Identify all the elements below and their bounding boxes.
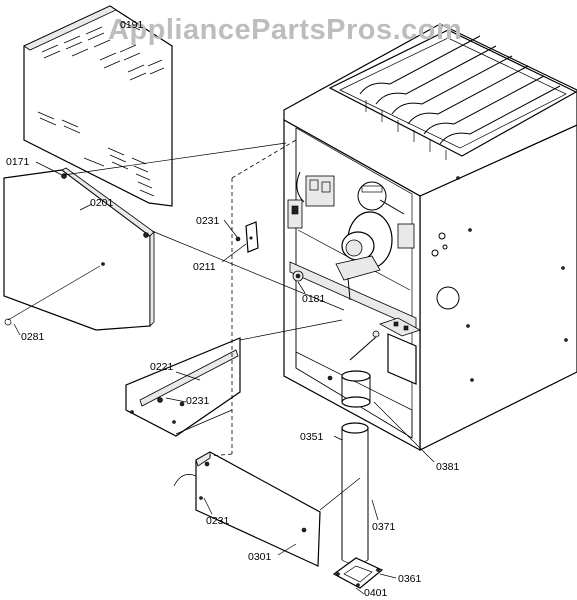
part-label-0171: 0171 [6,156,30,168]
part-label-0371: 0371 [372,521,396,533]
watermark-text: AppliancePartsPros.com [108,14,463,46]
part-label-0401: 0401 [364,587,388,599]
part-label-0211: 0211 [193,261,216,273]
part-label-0361: 0361 [398,573,422,585]
part-label-0181: 0181 [302,293,326,305]
part-label-0231-bottom: 0231 [206,515,230,527]
part-label-0221: 0221 [150,361,174,373]
assembly-guide-lines [7,139,361,511]
part-label-0301: 0301 [248,551,272,563]
bottom-door-panel-0301 [195,451,321,567]
burner-and-controls [287,171,415,249]
bracket-plate-0221 [125,337,241,437]
part-label-0381: 0381 [436,461,460,473]
heat-exchanger-top [328,29,577,160]
junction-box-0211 [235,221,259,253]
vent-pipe-0371 [341,422,369,565]
part-label-0231-mid: 0231 [186,395,210,407]
gas-valve-0181 [292,270,304,282]
inducer-blower [335,211,393,301]
leader-lines [13,21,435,595]
part-label-0351: 0351 [300,431,324,443]
part-label-0231-top: 0231 [196,215,220,227]
part-label-0201: 0201 [90,197,114,209]
vent-flange-0361 [332,557,384,589]
top-louvered-door-0191 [23,5,173,207]
control-board [349,317,421,385]
part-label-0281: 0281 [21,331,45,343]
part-label-0191: 0191 [120,19,144,31]
drain-pipe-stub [327,370,371,408]
